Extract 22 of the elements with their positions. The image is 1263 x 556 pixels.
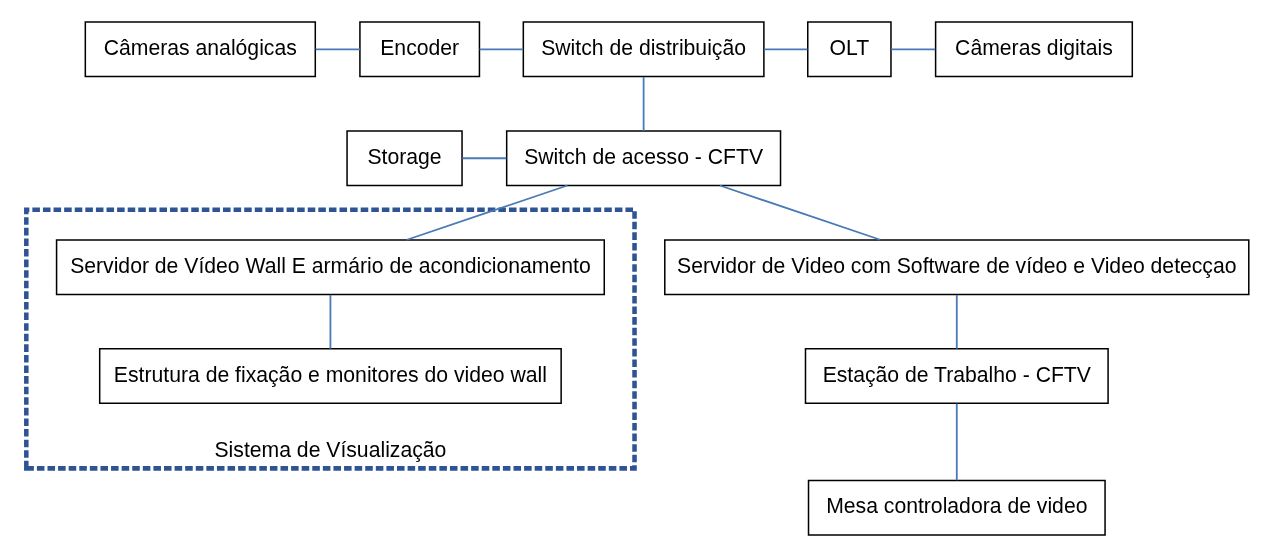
node-box: Servidor de Vídeo Wall E armário de acondicionamento bbox=[55, 238, 606, 295]
node-box: Switch de acesso - CFTV bbox=[505, 129, 782, 186]
connector bbox=[461, 156, 508, 159]
node-box: Switch de distribuição bbox=[522, 20, 765, 77]
connector bbox=[718, 184, 882, 241]
node-box: Mesa controladora de video bbox=[807, 479, 1106, 536]
connector bbox=[955, 402, 958, 481]
connector bbox=[478, 47, 525, 50]
connector bbox=[314, 47, 361, 50]
node-box: Encoder bbox=[359, 20, 481, 77]
node-box: Estação de Trabalho - CFTV bbox=[804, 347, 1109, 404]
connector bbox=[955, 293, 958, 350]
connector bbox=[642, 75, 645, 132]
node-box: Câmeras digitais bbox=[934, 20, 1134, 77]
node-box: Servidor de Video com Software de vídeo e Video detecçao bbox=[664, 238, 1250, 295]
node-box: Câmeras analógicas bbox=[84, 20, 317, 77]
connector bbox=[329, 293, 332, 350]
connector bbox=[763, 47, 809, 50]
node-box: Estrutura de fixação e monitores do video wall bbox=[98, 347, 562, 404]
connector bbox=[890, 47, 937, 50]
node-box: Storage bbox=[346, 129, 463, 186]
node-box: OLT bbox=[807, 20, 892, 77]
